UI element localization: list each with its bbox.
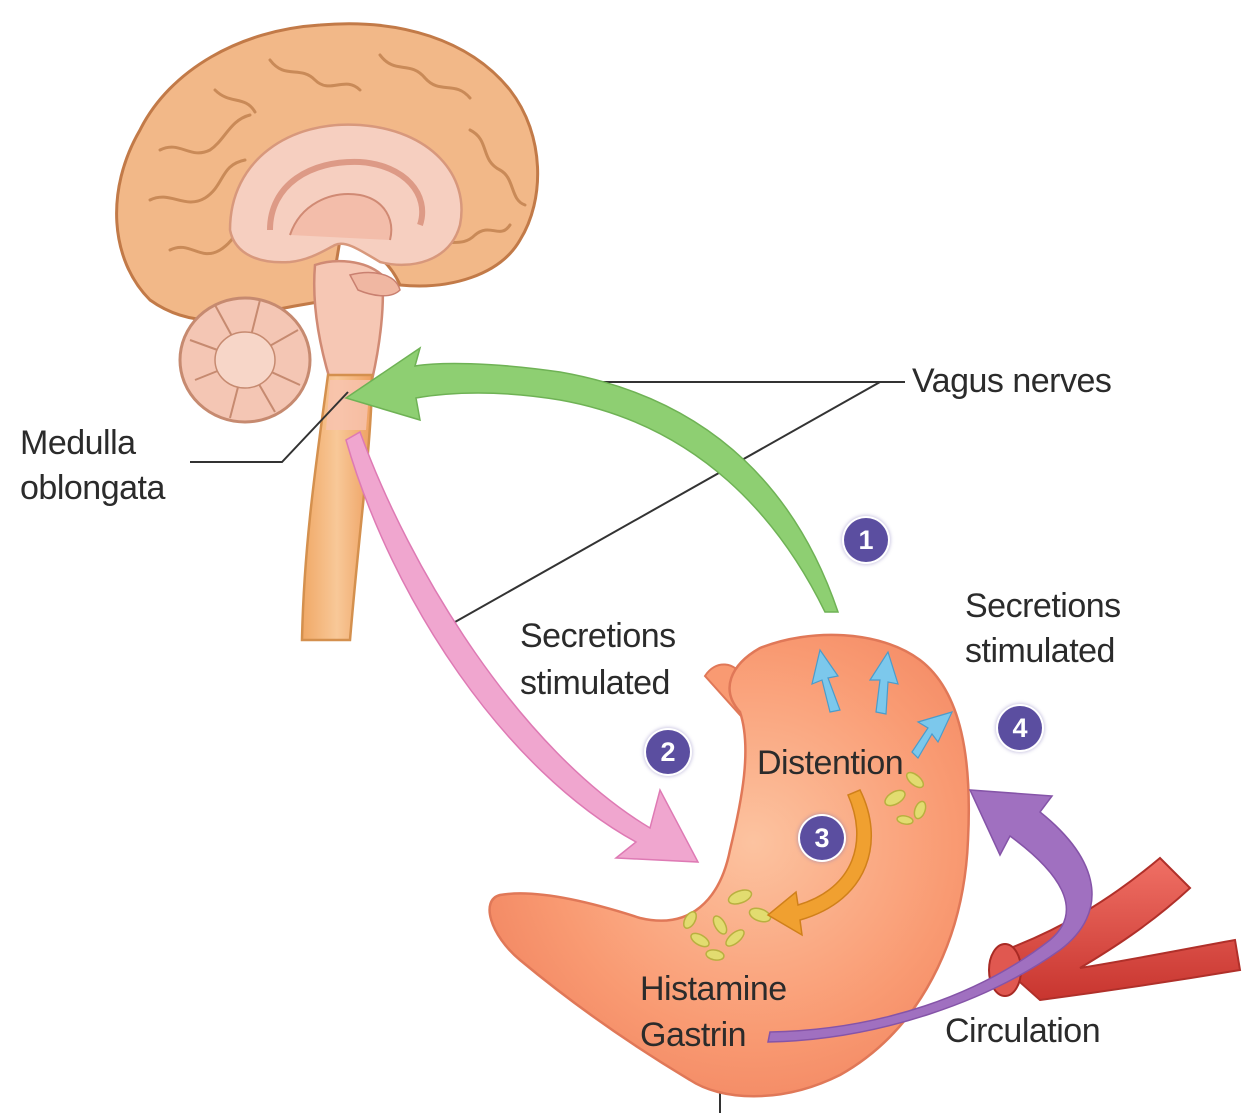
blood-vessel xyxy=(989,858,1240,1000)
gastrin-label: Gastrin xyxy=(640,1012,746,1058)
brain xyxy=(117,24,538,640)
step-badge-3: 3 xyxy=(800,816,844,860)
distention-label: Distention xyxy=(757,740,903,786)
vagus-nerves-label: Vagus nerves xyxy=(912,358,1111,404)
secretions-left-line2: stimulated xyxy=(520,660,670,706)
step-badge-1: 1 xyxy=(844,518,888,562)
step-badge-2: 2 xyxy=(646,730,690,774)
step-badge-4: 4 xyxy=(998,706,1042,750)
secretions-left-line1: Secretions xyxy=(520,613,676,659)
secretions-right-line2: stimulated xyxy=(965,628,1115,674)
histamine-label: Histamine xyxy=(640,966,787,1012)
secretions-right-line1: Secretions xyxy=(965,583,1121,629)
medulla-label-line2: oblongata xyxy=(20,465,165,511)
circulation-label: Circulation xyxy=(945,1008,1100,1054)
medulla-label-line1: Medulla xyxy=(20,420,136,466)
cerebellum xyxy=(180,298,310,422)
